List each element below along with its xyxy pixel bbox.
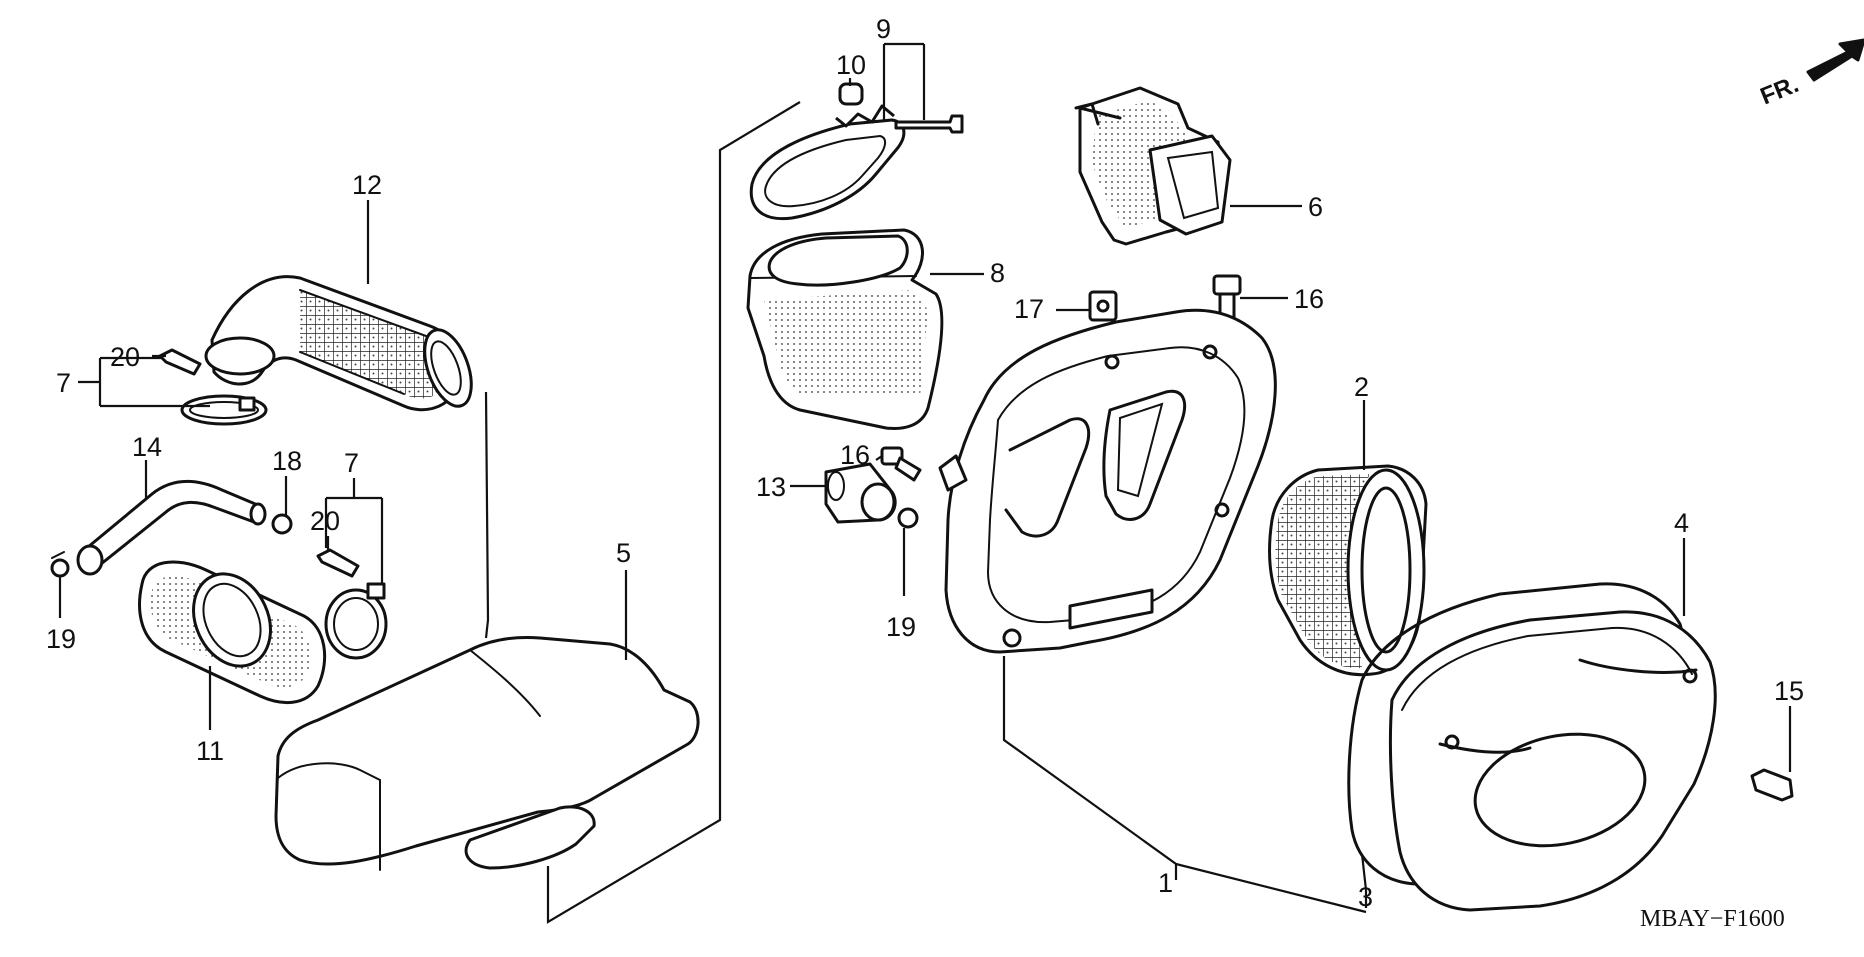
part-4-air-cleaner-cover <box>1388 610 1717 912</box>
callout-18: 18 <box>272 446 302 476</box>
part-1-air-cleaner-case <box>938 308 1277 654</box>
callout-1: 1 <box>1158 868 1173 898</box>
callout-14: 14 <box>132 432 162 462</box>
callout-19-right: 19 <box>886 612 916 642</box>
callout-7-lower: 7 <box>344 448 359 478</box>
callout-10: 10 <box>836 50 866 80</box>
callout-labels: 1 2 3 4 5 6 7 7 8 9 10 11 12 13 14 15 16… <box>46 14 1804 912</box>
callout-15: 15 <box>1774 676 1804 706</box>
part-8-intake-boot <box>746 228 944 430</box>
part-19-hose-clip-left <box>50 551 70 578</box>
direction-label: FR. <box>1757 71 1803 111</box>
drawing-code: MBAY−F1600 <box>1640 906 1785 932</box>
part-14-breather-hose <box>76 479 267 576</box>
part-12-intake-duct <box>204 275 473 412</box>
callout-5: 5 <box>616 538 631 568</box>
part-10-collar <box>838 82 864 106</box>
callout-20-lower: 20 <box>310 506 340 536</box>
part-18-hose-clip <box>271 513 293 535</box>
part-2-filter-element <box>1268 464 1428 677</box>
callout-16-lower: 16 <box>840 440 870 470</box>
part-15-bolt <box>1750 768 1794 802</box>
callout-20-upper: 20 <box>110 342 140 372</box>
part-13-tube <box>824 462 897 524</box>
callout-4: 4 <box>1674 508 1689 538</box>
callout-12: 12 <box>352 170 382 200</box>
callout-2: 2 <box>1354 372 1369 402</box>
callout-6: 6 <box>1308 192 1323 222</box>
part-9-screw <box>894 114 964 134</box>
part-19-clip-right <box>897 507 919 529</box>
callout-16-upper: 16 <box>1294 284 1324 314</box>
callout-7-upper: 7 <box>56 368 71 398</box>
leader-lines <box>58 42 1792 924</box>
callout-17: 17 <box>1014 294 1044 324</box>
callout-9: 9 <box>876 14 891 44</box>
part-11-lower-intake-duct <box>138 560 327 705</box>
part-7-clamp-upper <box>180 394 268 426</box>
part-6-air-funnel <box>1074 86 1232 246</box>
part-7-clamp-lower <box>324 582 388 660</box>
part-5-air-duct-cover <box>274 636 700 871</box>
callout-11: 11 <box>196 736 224 766</box>
part-20-bolt-upper <box>158 348 202 376</box>
part-20-bolt-lower <box>316 548 360 578</box>
part-16-bolt-lower <box>880 446 922 482</box>
part-9-gasket <box>749 104 906 221</box>
callout-3: 3 <box>1358 882 1373 912</box>
callout-19-left: 19 <box>46 624 76 654</box>
callout-13: 13 <box>756 472 786 502</box>
part-16-bolt-upper <box>1212 274 1242 320</box>
part-17-clip-nut <box>1088 290 1118 322</box>
front-direction-arrow-icon: FR. <box>1757 38 1864 111</box>
callout-8: 8 <box>990 258 1005 288</box>
